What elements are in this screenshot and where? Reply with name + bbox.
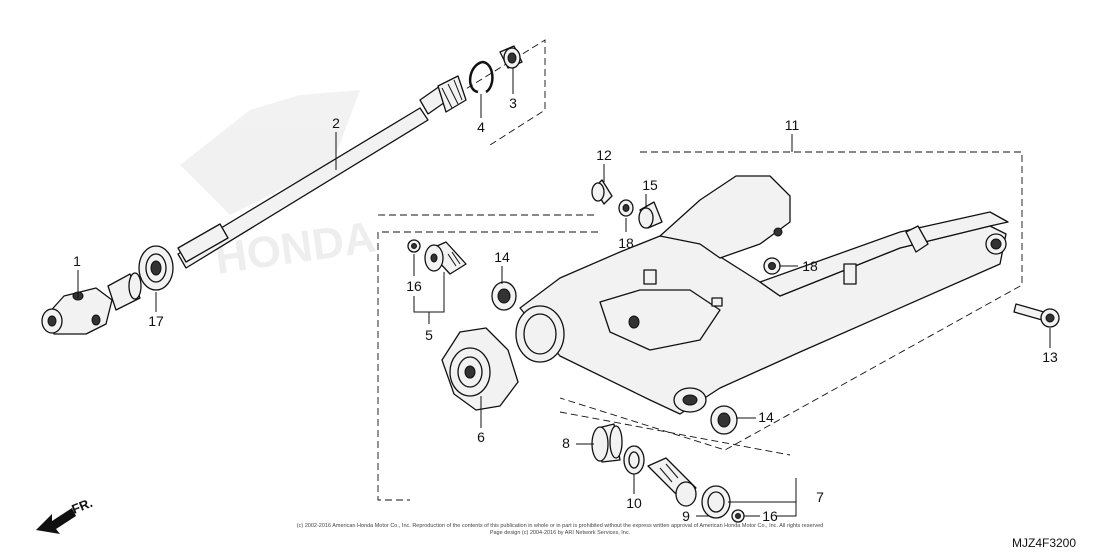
ring-nut-9 [701,485,731,519]
nut-18-lower [763,257,781,275]
callout-6: 6 [477,429,485,445]
callout-12: 12 [596,147,612,163]
callout-17: 17 [148,313,164,329]
pivot-bolt-7 [647,457,697,507]
callout-8: 8 [562,435,570,451]
drive-shaft [177,75,467,269]
bearing-14-upper [491,281,517,311]
callout-11: 11 [785,117,800,133]
callout-18-lower: 18 [802,258,818,274]
callout-14-lower: 14 [758,409,774,425]
seal-housing-6 [441,327,519,411]
cap-16-upper [407,239,421,253]
callout-13: 13 [1042,349,1058,365]
joint-cap [499,45,523,69]
front-arrow: FR. [36,495,95,534]
callout-9: 9 [682,508,690,524]
collar-8 [591,423,623,463]
collar-15 [638,201,663,229]
callout-4: 4 [477,119,485,135]
pivot-bolt-5 [424,241,467,275]
callout-18-upper: 18 [618,235,634,251]
copyright-line-1: (c) 2002-2016 American Honda Motor Co., … [297,523,823,529]
circlip [469,60,494,94]
collar-12 [591,179,613,205]
callout-3: 3 [509,95,517,111]
callout-1: 1 [73,253,81,269]
leader-lines [77,68,1051,517]
callout-16-upper: 16 [406,278,422,294]
bearing-14-lower [710,405,738,435]
callout-7: 7 [816,489,824,505]
callout-10: 10 [626,495,642,511]
copyright-block: (c) 2002-2016 American Honda Motor Co., … [297,523,823,536]
bolt-13 [1013,303,1060,328]
cap-16-lower [731,509,745,523]
bearing-17 [138,245,174,291]
callout-14-upper: 14 [494,249,510,265]
group-frame-lines [377,39,1023,501]
brand-watermark: HONDA [180,90,379,284]
copyright-line-2: Page design (c) 2004-2016 by ARI Network… [490,530,631,536]
universal-joint [41,272,142,335]
callout-15: 15 [642,177,658,193]
oil-seal-10 [623,445,645,475]
front-label: FR. [70,495,95,517]
callout-2: 2 [332,115,340,131]
swingarm [515,175,1009,415]
callout-numbers: 1 2 3 4 5 6 7 8 9 10 11 12 13 14 14 15 1… [73,95,1058,524]
callout-16-lower: 16 [762,508,778,524]
callout-5: 5 [425,327,433,343]
diagram-code: MJZ4F3200 [1012,536,1076,550]
nut-18-upper [618,199,634,217]
